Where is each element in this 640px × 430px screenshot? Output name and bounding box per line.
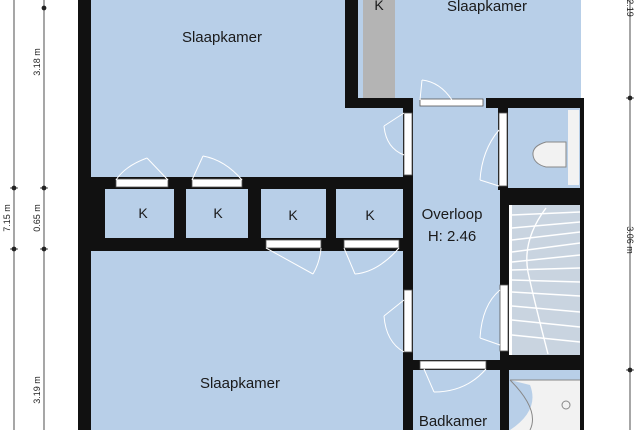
toilet-icon: [532, 110, 579, 185]
room-slaapkamer-top-right: [398, 0, 581, 100]
bathtub-icon: [509, 379, 580, 430]
label-badkamer: Badkamer: [419, 413, 487, 430]
label-closet-4: K: [365, 207, 375, 223]
label-overloop-height: H: 2.46: [428, 228, 476, 245]
label-closet-1: K: [138, 205, 148, 221]
stairs-icon: [511, 205, 581, 357]
label-closet-top: K: [374, 0, 384, 13]
label-slaapkamer-top-right: Slaapkamer: [447, 0, 527, 15]
dimension-left-4: 3.19 m: [32, 376, 42, 404]
door-swing-icon: [115, 79, 501, 393]
dimension-left-2: 0.65 m: [32, 204, 42, 232]
label-closet-2: K: [213, 205, 223, 221]
room-slaapkamer-bottom: [90, 250, 410, 430]
dimension-left-1: 3.18 m: [32, 48, 42, 76]
label-overloop: Overloop: [422, 206, 483, 223]
dimension-right-2: 3.06 m: [625, 226, 635, 254]
dimension-left-3: 7.15 m: [2, 204, 12, 232]
door-openings: [115, 98, 509, 370]
label-closet-3: K: [288, 207, 298, 223]
dimension-lines-left: [10, 0, 48, 430]
dimension-lines-right: [626, 0, 634, 430]
room-slaapkamer-top-left: [90, 0, 410, 182]
label-slaapkamer-bottom: Slaapkamer: [200, 375, 280, 392]
dimension-right-1: 2.19: [625, 0, 635, 17]
room-closet-top: [363, 0, 395, 100]
label-slaapkamer-top-left: Slaapkamer: [182, 29, 262, 46]
